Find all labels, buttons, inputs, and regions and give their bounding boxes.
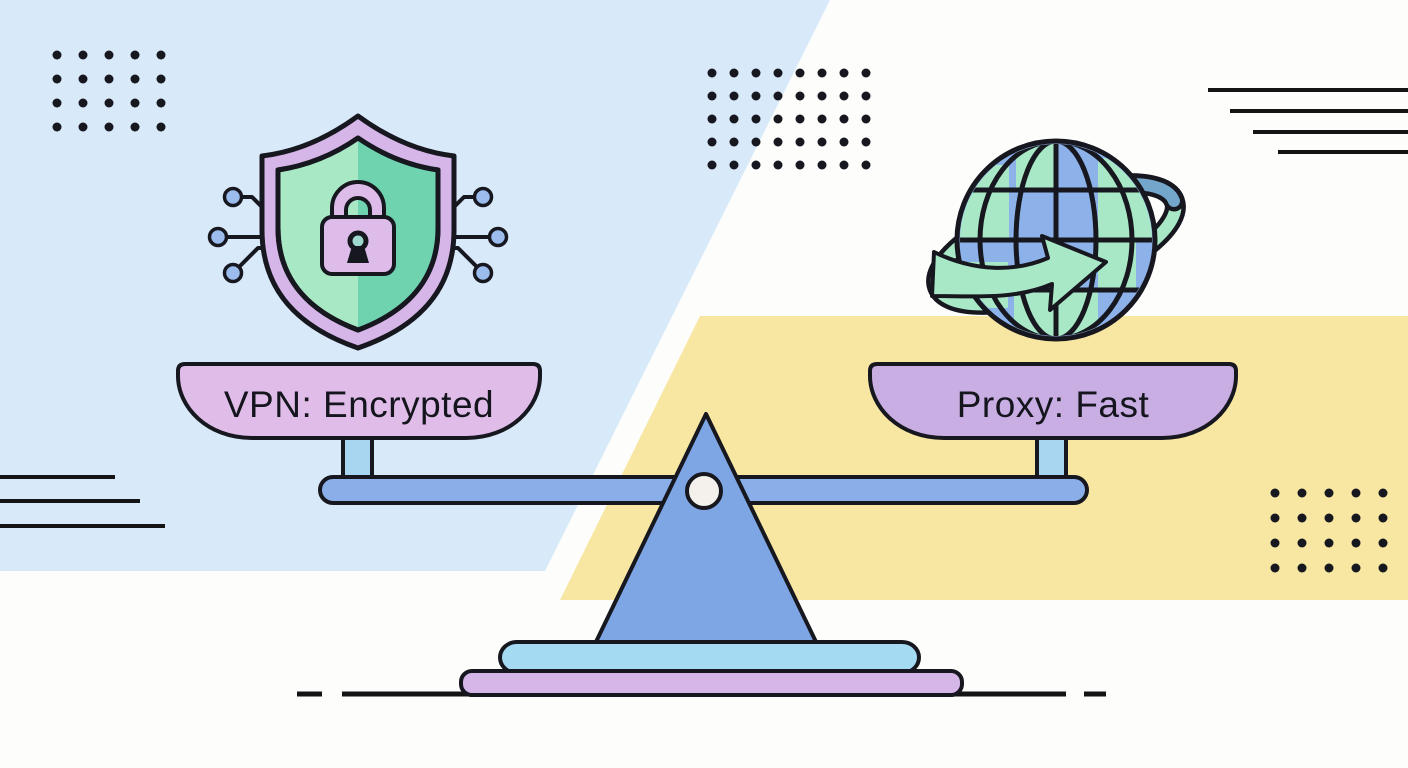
- left-pan: [176, 362, 542, 440]
- balance-scale: VPN: Encrypted Proxy: Fast: [176, 362, 1238, 697]
- globe-arrow-icon: [926, 138, 1186, 342]
- shield-inner-outline: [275, 135, 441, 333]
- right-pan-label: Proxy: Fast: [957, 384, 1150, 425]
- right-pan: [868, 362, 1238, 440]
- base-bottom-tier: [459, 669, 964, 697]
- accent-lines-left-middle: [0, 475, 165, 528]
- right-pan-stem: [1035, 435, 1068, 481]
- dot-grid-top-left: [52, 50, 166, 132]
- base-middle-tier: [498, 640, 921, 675]
- circuit-nodes: [207, 186, 509, 284]
- accent-lines-top-right: [1208, 88, 1408, 154]
- swoosh-arrow: [930, 234, 1108, 312]
- left-pan-stem: [341, 435, 374, 481]
- pivot-circle: [685, 472, 723, 510]
- dot-grid-top-center: [707, 68, 871, 170]
- keyhole-wedge: [347, 246, 369, 263]
- left-pan-label: VPN: Encrypted: [224, 384, 494, 425]
- lock-shackle: [330, 180, 386, 221]
- shield-lock-icon: [207, 113, 509, 351]
- dot-grid-bottom-right: [1270, 488, 1388, 573]
